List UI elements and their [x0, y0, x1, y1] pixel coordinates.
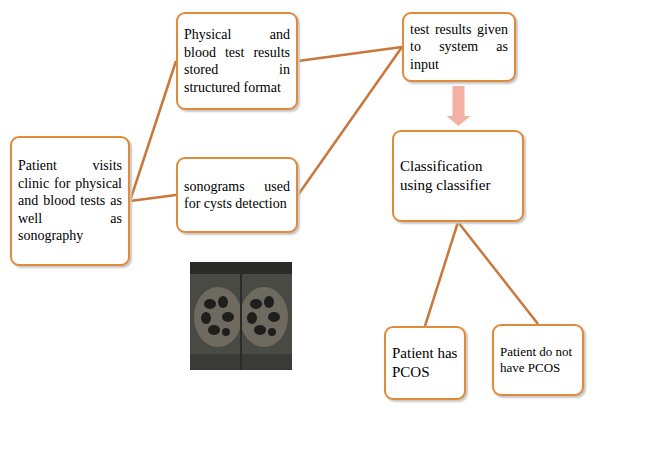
result-box: Patient has PCOS — [384, 326, 466, 400]
box-text: Patient has PCOS — [392, 344, 458, 382]
box-text: Classification using classifier — [400, 157, 516, 195]
connector — [298, 47, 402, 195]
sonogram-image — [190, 262, 292, 370]
process-box: Classification using classifier — [392, 130, 524, 222]
process-box: test results given to system as input — [402, 12, 516, 82]
box-text: sonograms used for cysts detection — [184, 178, 290, 213]
connector — [298, 47, 402, 61]
box-text: Patient do not have PCOS — [500, 344, 576, 377]
connector — [130, 195, 176, 201]
process-box: sonograms used for cysts detection — [176, 157, 298, 233]
box-text: Patient visits clinic for physical and b… — [18, 157, 122, 245]
box-text: test results given to system as input — [410, 21, 508, 74]
result-box: Patient do not have PCOS — [492, 324, 584, 396]
box-text: Physical and blood test results stored i… — [184, 26, 290, 96]
connector — [447, 86, 471, 126]
connector — [458, 222, 538, 324]
process-box: Patient visits clinic for physical and b… — [10, 136, 130, 266]
connector — [425, 222, 458, 326]
process-box: Physical and blood test results stored i… — [176, 12, 298, 110]
connector — [130, 61, 176, 201]
